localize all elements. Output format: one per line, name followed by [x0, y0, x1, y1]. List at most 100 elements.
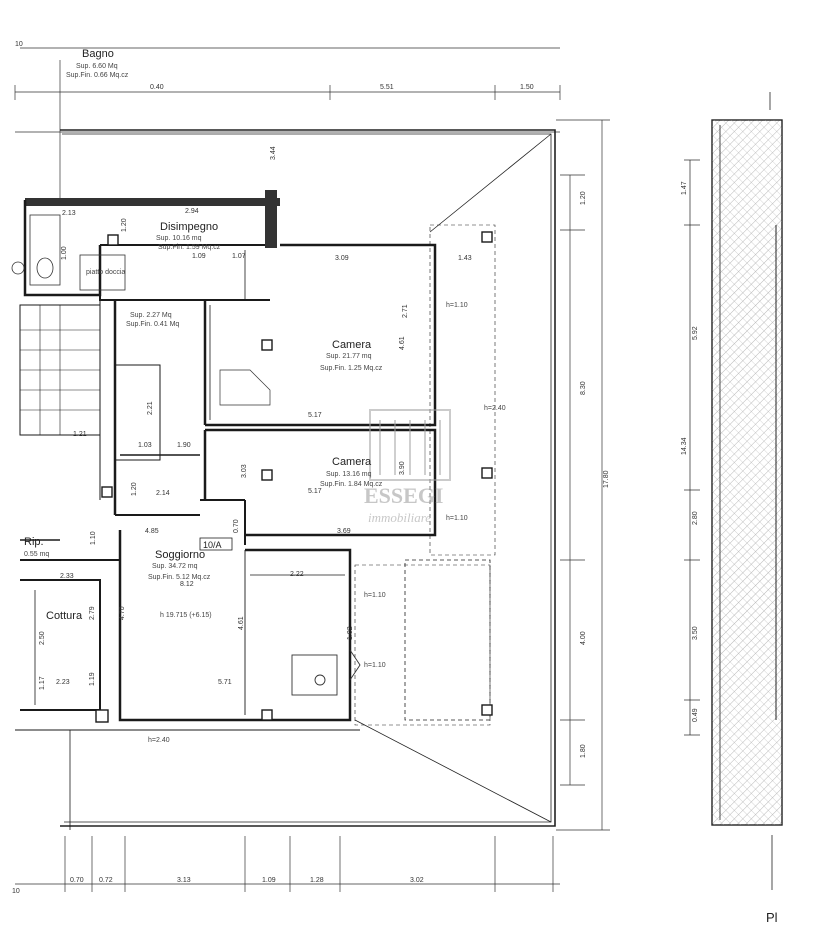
dim-143: 1.43 [458, 255, 472, 262]
bagno-sub: Sup.Fin. 0.66 Mq.cz [66, 72, 129, 79]
dim-119: 1.19 [89, 672, 96, 686]
dim-222: 2.22 [290, 571, 304, 578]
pillars [95, 231, 493, 723]
dim-309: 3.09 [335, 255, 349, 262]
dim-344: 3.44 [270, 146, 277, 160]
dim-120a: 1.20 [121, 218, 128, 232]
side-dim-6: 0.49 [692, 708, 699, 722]
right-dimension-lines [556, 119, 610, 831]
side-dim-3: 14.34 [681, 437, 688, 455]
side-dim-1: 1.47 [681, 181, 688, 195]
bottom-dim-2: 0.72 [99, 877, 113, 884]
camera1-sub: Sup.Fin. 1.25 Mq.cz [320, 365, 383, 372]
camera2-name: Camera [332, 456, 372, 468]
bagno-area: Sup. 6.60 Mq [76, 63, 118, 70]
dim-250: 2.50 [39, 631, 46, 645]
dim-517b: 5.17 [308, 488, 322, 495]
side-dim-2: 5.92 [692, 326, 699, 340]
dim-214: 2.14 [156, 490, 170, 497]
dim-109: 1.09 [192, 253, 206, 260]
dim-120b: 1.20 [131, 482, 138, 496]
dim-103: 1.03 [138, 442, 152, 449]
dim-121: 1.21 [73, 431, 87, 438]
dim-271: 2.71 [402, 304, 409, 318]
doccia-label: piatto doccia [86, 269, 125, 276]
dim-812: 8.12 [180, 581, 194, 588]
walls [15, 190, 437, 830]
top-dim-1: 0.40 [150, 84, 164, 91]
camera1-name: Camera [332, 339, 372, 351]
window-6: h=2.40 [148, 737, 170, 744]
rip-area: 0.55 mq [24, 551, 49, 558]
dim-221: 2.21 [147, 401, 154, 415]
soggiorno-name: Soggiorno [155, 549, 205, 561]
camera2-area: Sup. 13.16 mq [326, 471, 372, 478]
dim-571: 5.71 [218, 679, 232, 686]
window-2: h=1.10 [446, 515, 468, 522]
soggiorno-area: Sup. 34.72 mq [152, 563, 198, 570]
rip-name: Rip. [24, 536, 44, 548]
bottom-dim-3: 3.13 [177, 877, 191, 884]
unit-label: 10/A [203, 540, 222, 550]
dim-107: 1.07 [232, 253, 246, 260]
fireplace [291, 649, 361, 696]
bathroom-fixtures [11, 214, 126, 291]
corner-label: Pl [766, 910, 778, 925]
top-dim-3: 1.50 [520, 84, 534, 91]
disimpegno-sub: Sup.Fin. 1.59 Mq.cz [158, 244, 221, 251]
top-marker: 10 [15, 41, 23, 48]
bottom-dimension-lines [15, 836, 560, 892]
dim-110: 1.10 [90, 531, 97, 545]
cottura-name: Cottura [46, 610, 83, 622]
dim-100: 1.00 [61, 246, 68, 260]
soggiorno-sub: Sup.Fin. 5.12 Mq.cz [148, 574, 211, 581]
disimpegno-area: Sup. 10.16 mq [156, 235, 202, 242]
right-dim-total: 17.80 [603, 470, 610, 488]
dim-279: 2.79 [89, 606, 96, 620]
dim-470: 4.70 [119, 606, 126, 620]
unit-label-box [199, 537, 233, 551]
side-strip-dimensions: 1.47 5.92 14.34 2.80 3.50 0.49 [681, 181, 699, 722]
right-dim-4: 1.80 [580, 744, 587, 758]
disimpegno-name: Disimpegno [160, 221, 218, 233]
right-dim-1: 1.20 [580, 191, 587, 205]
bottom-dim-5: 1.28 [310, 877, 324, 884]
level-mark: h 19.715 (+6.15) [160, 612, 212, 619]
dim-070: 0.70 [233, 519, 240, 533]
side-dim-4: 2.80 [692, 511, 699, 525]
dim-213: 2.13 [62, 210, 76, 217]
camera1-area: Sup. 21.77 mq [326, 353, 372, 360]
dim-190: 1.90 [177, 442, 191, 449]
dim-117: 1.17 [39, 676, 46, 690]
dim-223: 2.23 [56, 679, 70, 686]
window-markers: h=1.10 h=1.10 h=1.10 h=1.10 h=2.40 h=2.4… [148, 302, 506, 744]
dim-233: 2.33 [60, 573, 74, 580]
bagno-name: Bagno [82, 48, 114, 60]
interior-dimensions: 3.44 2.94 2.13 1.20 1.00 1.09 1.07 3.09 … [39, 146, 472, 690]
watermark: ESSEGI immobiliare [364, 409, 451, 525]
right-dim-2: 8.30 [580, 381, 587, 395]
dim-369: 3.69 [337, 528, 351, 535]
window-1: h=1.10 [446, 302, 468, 309]
watermark-sub: immobiliare [368, 510, 431, 525]
dim-461b: 4.61 [238, 616, 245, 630]
dim-485: 4.85 [145, 528, 159, 535]
camera2-sub: Sup.Fin. 1.84 Mq.cz [320, 481, 383, 488]
bottom-dim-4: 1.09 [262, 877, 276, 884]
dim-390: 3.90 [399, 461, 406, 475]
window-5: h=2.40 [484, 405, 506, 412]
side-strip [684, 92, 783, 890]
top-dimension-lines [14, 47, 561, 200]
dim-461: 4.61 [399, 336, 406, 350]
wardrobe [219, 369, 271, 406]
watermark-brand: ESSEGI [364, 483, 444, 508]
dim-517a: 5.17 [308, 412, 322, 419]
window-3: h=1.10 [364, 592, 386, 599]
dim-102: 1.02 [347, 626, 354, 640]
right-dim-3: 4.00 [580, 631, 587, 645]
side-dim-5: 3.50 [692, 626, 699, 640]
terrace-outline [60, 129, 556, 827]
bottom-dim-6: 3.02 [410, 877, 424, 884]
rip-top-area: Sup. 2.27 Mq [130, 312, 172, 319]
